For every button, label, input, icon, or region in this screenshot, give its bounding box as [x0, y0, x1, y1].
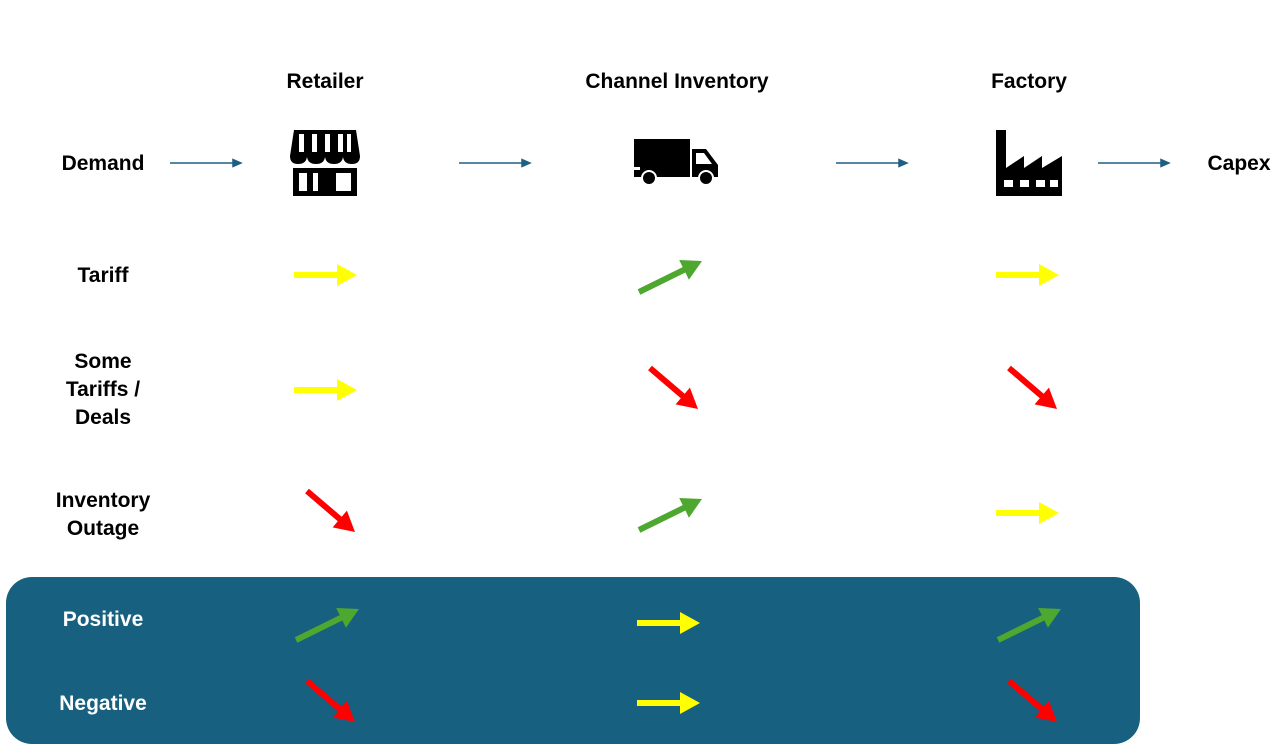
legend-arrow-up-icon: [294, 608, 359, 643]
stage-label-factory: Factory: [991, 70, 1067, 93]
legend-box: [6, 577, 1140, 744]
row-label-inventory-outage: Inventory Outage: [55, 489, 151, 540]
effect-arrow-down-icon: [1007, 365, 1057, 409]
effect-arrow-flat-icon: [996, 264, 1059, 286]
legend-arrow-down-icon: [1007, 678, 1057, 722]
legend-arrow-down-icon: [305, 678, 355, 722]
effect-arrow-up-icon: [637, 498, 702, 533]
flow-arrows: [170, 158, 1171, 168]
flow-end-label: Capex: [1207, 152, 1271, 175]
legend-arrow-flat-icon: [637, 612, 700, 634]
flow-start-label: Demand: [61, 152, 145, 175]
effect-arrow-down-icon: [305, 488, 355, 532]
row-label-some-tariffs-deals: Some Tariffs / Deals: [65, 350, 141, 429]
effect-arrow-flat-icon: [294, 264, 357, 286]
effect-arrow-flat-icon: [996, 502, 1059, 524]
legend-label-negative: Negative: [59, 692, 147, 715]
factory-icon: [996, 130, 1062, 196]
stage-label-channel-inventory: Channel Inventory: [585, 70, 769, 93]
legend-arrow-up-icon: [996, 608, 1061, 643]
legend-arrow-flat-icon: [637, 692, 700, 714]
stage-label-retailer: Retailer: [286, 70, 364, 93]
effect-arrow-up-icon: [637, 260, 702, 295]
effect-arrow-flat-icon: [294, 379, 357, 401]
row-label-tariff: Tariff: [77, 264, 129, 287]
truck-icon: [634, 139, 718, 186]
legend-label-positive: Positive: [62, 608, 144, 631]
store-icon: [290, 130, 360, 196]
effect-arrow-down-icon: [648, 365, 698, 409]
